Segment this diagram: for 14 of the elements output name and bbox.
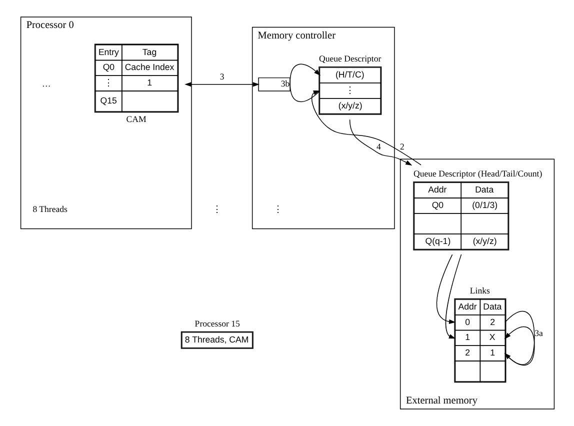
node-label: Processor 15: [194, 318, 240, 328]
edge-label: 2: [399, 141, 404, 152]
label: 8 Threads: [32, 204, 67, 214]
label: …: [42, 78, 50, 89]
label: ⋮: [272, 204, 282, 214]
node-label: Links: [469, 285, 490, 296]
edge-label: 3a: [534, 328, 542, 338]
label: ⋮: [212, 204, 222, 214]
node-label: Queue Descriptor: [318, 53, 381, 64]
node-label: Queue Descriptor (Head/Tail/Count): [413, 168, 542, 178]
edge-label: 3: [219, 72, 224, 82]
edge-label: 4: [376, 141, 380, 152]
node-label: CAM: [126, 114, 146, 124]
edge-label: 3b: [280, 78, 290, 89]
